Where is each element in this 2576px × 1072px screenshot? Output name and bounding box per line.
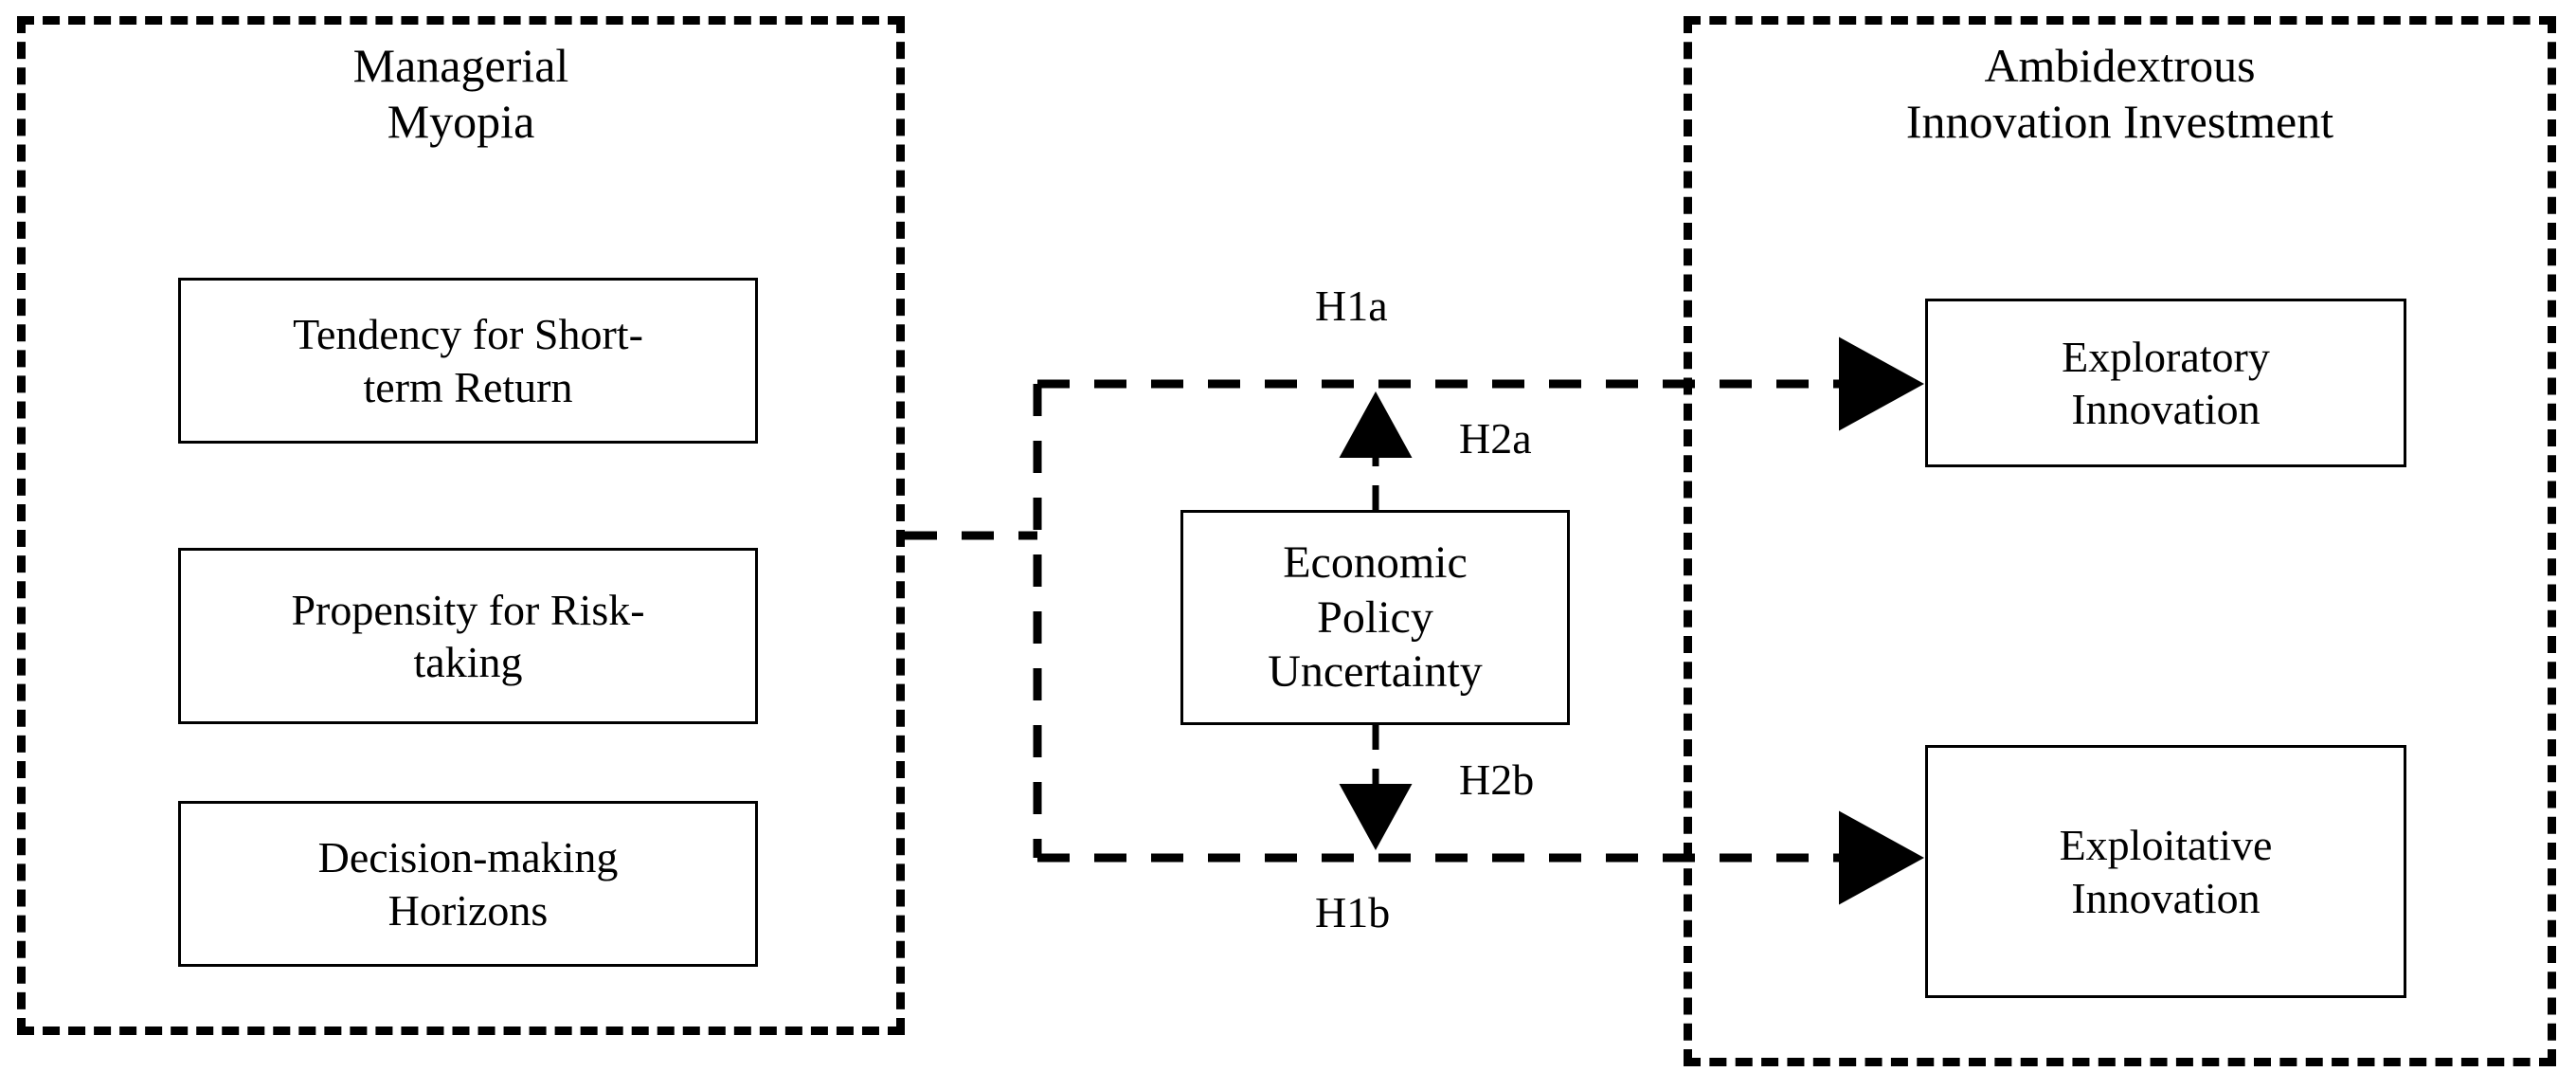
node-economic-policy-uncertainty[interactable]: Economic Policy Uncertainty	[1180, 510, 1570, 725]
panel-title-ambidextrous-innovation-investment: Ambidextrous Innovation Investment	[1905, 39, 2334, 148]
node-propensity-for-risk-taking[interactable]: Propensity for Risk- taking	[178, 548, 758, 724]
node-exploratory-innovation[interactable]: Exploratory Innovation	[1925, 299, 2406, 467]
hypothesis-label-h2a: H2a	[1459, 414, 1532, 463]
hypothesis-label-h1b: H1b	[1315, 888, 1391, 936]
panel-ambidextrous-innovation-investment	[1684, 16, 2556, 1066]
node-decision-making-horizons[interactable]: Decision-making Horizons	[178, 801, 758, 967]
hypothesis-label-h2b: H2b	[1459, 755, 1535, 804]
node-exploitative-innovation[interactable]: Exploitative Innovation	[1925, 745, 2406, 998]
node-tendency-for-short-term-return[interactable]: Tendency for Short- term Return	[178, 278, 758, 444]
hypothesis-label-h1a: H1a	[1315, 282, 1388, 330]
panel-managerial-myopia	[17, 16, 905, 1035]
panel-title-managerial-myopia: Managerial Myopia	[352, 39, 569, 148]
